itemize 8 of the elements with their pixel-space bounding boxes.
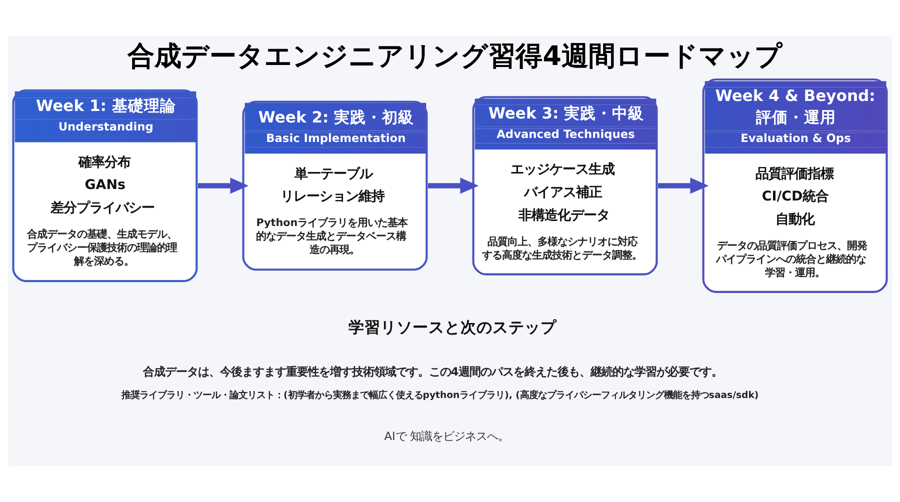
- diagram-title: 合成データエンジニアリング習得4週間ロードマップ: [128, 40, 782, 72]
- arrow: [658, 178, 709, 194]
- label: 合成データは、今後ますます重要性を増す技術領域です。この4週間のパスを終えた後も、継続的な学習が必要です。: [142, 364, 723, 379]
- label: 学習リソースと次のステップ: [348, 318, 556, 336]
- label: 推奨ライブラリ・ツール・論文リスト：(初学者から実務まで幅広く使えるpythonライブラリ), (高度なプライバシーフィルタリング機能を持つsaas/sdk): [122, 390, 759, 401]
- arrow: [198, 178, 249, 194]
- arrow: [428, 178, 479, 194]
- label: AIで 知識をビジネスへ。: [384, 428, 509, 443]
